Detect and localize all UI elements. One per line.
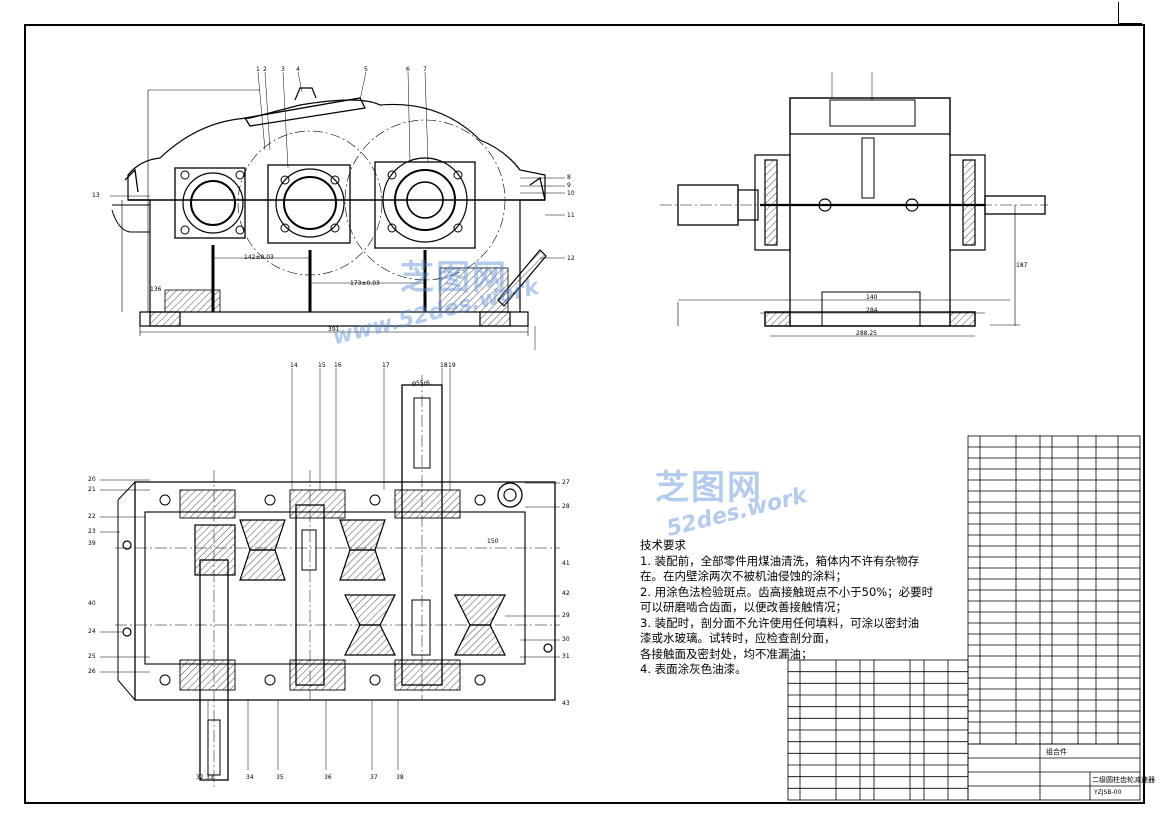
part-balloon: 20 [88,476,96,483]
tech-line: 可以研磨啮合齿面，以便改善接触情况； [640,600,847,614]
dim-plan-shaft-dia: φ55r6 [412,380,430,387]
part-balloon: 27 [562,479,570,486]
part-balloon: 32 [196,774,204,781]
part-balloon: 42 [562,590,570,597]
part-balloon: 15 [318,362,326,369]
part-balloon: 12 [567,255,575,262]
front-base-plate [139,311,529,327]
title-assembly-label: 组合件 [1046,748,1067,756]
part-balloon: 38 [396,774,404,781]
parts-list-upper [967,435,1141,745]
tech-line: 漆或水玻璃。试转时，应检查剖分面， [640,631,836,645]
part-balloon: 21 [88,486,96,493]
part-balloon: 36 [324,774,332,781]
plan-view [100,368,560,790]
dim-side-width3: 288.25 [856,330,877,337]
part-balloon: 29 [562,612,570,619]
corner-orientation-mark [1118,2,1142,24]
tech-line: 在。在内壁涂两次不被机油侵蚀的涂料； [640,569,847,583]
part-balloon: 39 [88,540,96,547]
part-balloon: 23 [88,528,96,535]
dim-front-center2: 173±0.03 [350,280,380,287]
part-balloon: 22 [88,513,96,520]
tech-line: 3. 装配时，剖分面不允许使用任何填料，可涂以密封油 [640,615,920,630]
part-balloon: 18 [440,362,448,369]
part-balloon: 9 [567,182,571,189]
part-balloon: 10 [567,190,575,197]
part-balloon: 14 [290,362,298,369]
dim-side-height: 187 [1016,262,1028,269]
part-balloon: 24 [88,628,96,635]
part-balloon: 26 [88,668,96,675]
part-balloon: 3 [281,66,285,73]
side-view [660,72,1048,337]
part-balloon: 37 [370,774,378,781]
tech-line: 各接触面及密封处，均不准漏油； [640,646,813,661]
part-balloon: 25 [88,653,96,660]
dim-front-center1: 142±0.03 [244,254,274,261]
tech-line: 4. 表面涂灰色油漆。 [640,662,747,676]
part-balloon: 33 [206,774,214,781]
part-balloon: 4 [296,66,300,73]
part-balloon: 8 [567,174,571,181]
technical-requirements: 技术要求 1. 装配前，全部零件用煤油清洗，箱体内不许有杂物存 在。在内壁涂两次… [640,538,970,678]
part-balloon: 41 [562,560,570,567]
part-balloon: 1 [256,66,260,73]
part-balloon: 16 [334,362,342,369]
dim-side-width2: 284 [866,307,878,314]
tech-title: 技术要求 [640,538,686,552]
parts-list-lower [787,659,969,801]
part-balloon: 35 [276,774,284,781]
part-balloon: 17 [382,362,390,369]
title-drawing-name: 二级圆柱齿轮减速器 [1092,776,1155,784]
dim-front-length: 391 [328,326,340,333]
part-balloon: 6 [406,66,410,73]
dim-front-height: 136 [150,286,162,293]
tech-line: 1. 装配前，全部零件用煤油清洗，箱体内不许有杂物存 [640,553,920,568]
part-balloon: 7 [423,66,427,73]
part-balloon: 2 [263,66,267,73]
drawing-border-frame [24,24,1145,804]
front-view [110,71,565,350]
part-balloon: 5 [364,66,368,73]
part-balloon: 30 [562,636,570,643]
part-balloon: 43 [562,700,570,707]
part-balloon: 34 [246,774,254,781]
title-drawing-number: YZJSB-00 [1094,789,1122,796]
part-balloon: 13 [92,192,100,199]
part-balloon: 28 [562,503,570,510]
part-balloon: 40 [88,600,96,607]
title-block [967,743,1141,801]
part-balloon: 19 [448,362,456,369]
tech-line: 2. 用涂色法检验斑点。齿高接触斑点不小于50%；必要时 [640,584,934,599]
dim-plan-height: 150 [487,538,499,545]
part-balloon: 31 [562,653,570,660]
dim-side-width1: 140 [866,294,878,301]
part-balloon: 11 [567,212,575,219]
